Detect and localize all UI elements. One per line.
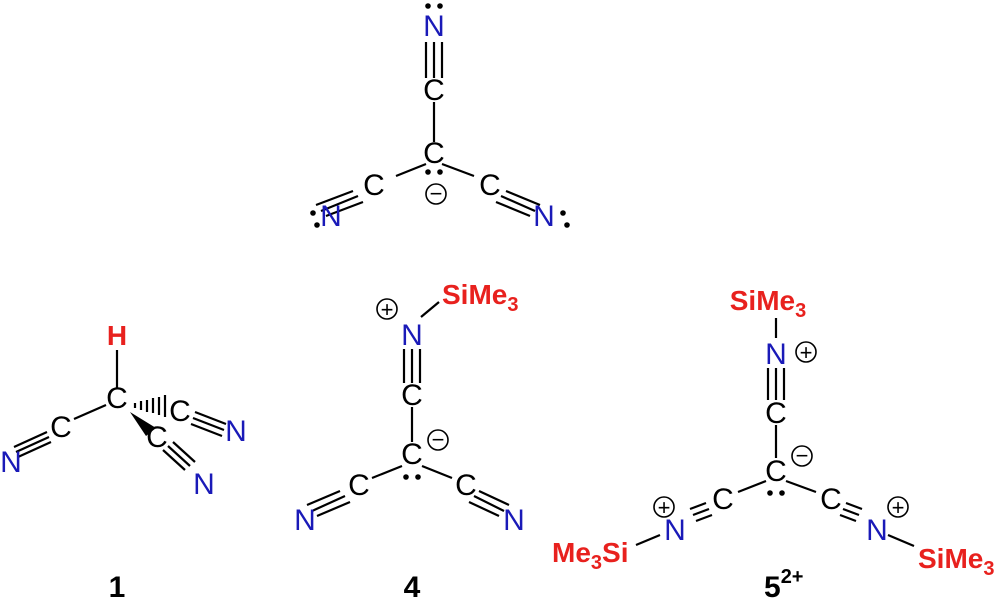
silyl-subscript: 3	[507, 294, 518, 316]
atom-nitrogen: N	[0, 446, 22, 479]
substituent-trimethylsilyl: SiMe3	[918, 543, 994, 580]
lone-pair-dot	[425, 169, 431, 175]
lone-pair-dot	[437, 169, 443, 175]
lone-pair-dot	[767, 490, 773, 496]
atom-carbon: C	[455, 469, 477, 502]
compound-label-4: 4	[404, 571, 421, 604]
silyl-prefix: SiMe	[730, 285, 795, 316]
atom-carbon: C	[479, 169, 501, 202]
lone-pair-dot	[314, 222, 320, 228]
bonds	[315, 42, 541, 218]
atom-nitrogen: N	[225, 415, 247, 448]
negative-charge-circle	[427, 429, 449, 451]
positive-charge-circle	[887, 496, 909, 518]
compound-charge-superscript: 2+	[781, 566, 804, 588]
silicon-suffix: Si	[602, 537, 628, 568]
atom-carbon: C	[363, 169, 385, 202]
atom-nitrogen: N	[320, 200, 342, 233]
atom-nitrogen: N	[193, 468, 215, 501]
atom-carbon: C	[820, 483, 842, 516]
compound-5-structure: SiMe3 N + C C − C C N + N + Me3Si SiMe3	[552, 285, 994, 580]
substituent-trimethylsilyl: Me3Si	[552, 537, 629, 574]
atom-nitrogen: N	[765, 338, 787, 371]
atom-carbon: C	[401, 379, 423, 412]
lone-pair-dot	[564, 222, 570, 228]
negative-charge-sign: −	[430, 181, 443, 206]
compound-label-1: 1	[109, 571, 126, 604]
lone-pair-dot	[437, 3, 443, 9]
atom-carbon-central: C	[423, 137, 445, 170]
atom-carbon-central: C	[401, 438, 423, 471]
lone-pair-dot	[310, 210, 316, 216]
bonds	[306, 301, 510, 518]
atom-nitrogen: N	[503, 504, 525, 537]
negative-charge-sign: −	[796, 443, 809, 468]
bonds	[13, 350, 227, 471]
positive-charge-sign: +	[800, 340, 813, 365]
lone-pair-dot	[403, 474, 409, 480]
atom-carbon: C	[765, 397, 787, 430]
solid-wedge-bond	[130, 412, 156, 436]
atom-carbon-central: C	[765, 455, 787, 488]
lone-pair-dot	[415, 474, 421, 480]
positive-charge-circle	[795, 341, 817, 363]
positive-charge-sign: +	[892, 495, 905, 520]
atom-carbon: C	[712, 483, 734, 516]
silyl-subscript: 3	[983, 558, 994, 580]
bonds	[635, 318, 915, 548]
silyl-prefix: SiMe	[918, 543, 983, 574]
silyl-subscript: 3	[795, 300, 806, 322]
atom-nitrogen: N	[664, 514, 686, 547]
methyl-subscript: 3	[591, 552, 602, 574]
positive-charge-circle	[376, 298, 398, 320]
atom-carbon: C	[50, 411, 72, 444]
tricyanomethanide-anion: N C C − C C N N	[310, 3, 570, 233]
atom-nitrogen: N	[866, 514, 888, 547]
negative-charge-circle	[791, 445, 813, 467]
atom-nitrogen: N	[533, 200, 555, 233]
positive-charge-circle	[653, 496, 675, 518]
lone-pair-dot	[560, 210, 566, 216]
positive-charge-sign: +	[381, 297, 394, 322]
methyl-prefix: Me	[552, 537, 591, 568]
compound-1-structure: H C C N C N C N	[0, 320, 247, 501]
atom-nitrogen: N	[423, 10, 445, 43]
compound-number-5: 5	[764, 571, 781, 604]
substituent-trimethylsilyl: SiMe3	[730, 285, 806, 322]
atom-carbon-central: C	[106, 382, 128, 415]
lone-pair-dot	[425, 3, 431, 9]
atom-carbon: C	[169, 395, 191, 428]
negative-charge-sign: −	[432, 427, 445, 452]
atom-nitrogen: N	[294, 504, 316, 537]
positive-charge-sign: +	[658, 495, 671, 520]
atom-carbon: C	[348, 469, 370, 502]
negative-charge-circle	[425, 183, 447, 205]
compound-label-5: 52+	[764, 566, 804, 604]
lone-pair-dot	[779, 490, 785, 496]
silyl-prefix: SiMe	[442, 279, 507, 310]
substituent-trimethylsilyl: SiMe3	[442, 279, 518, 316]
atom-hydrogen: H	[107, 320, 127, 351]
compound-4-structure: + SiMe3 N C C − C C N N	[294, 279, 525, 537]
atom-nitrogen: N	[401, 319, 423, 352]
atom-carbon: C	[423, 74, 445, 107]
atom-carbon: C	[146, 421, 168, 454]
